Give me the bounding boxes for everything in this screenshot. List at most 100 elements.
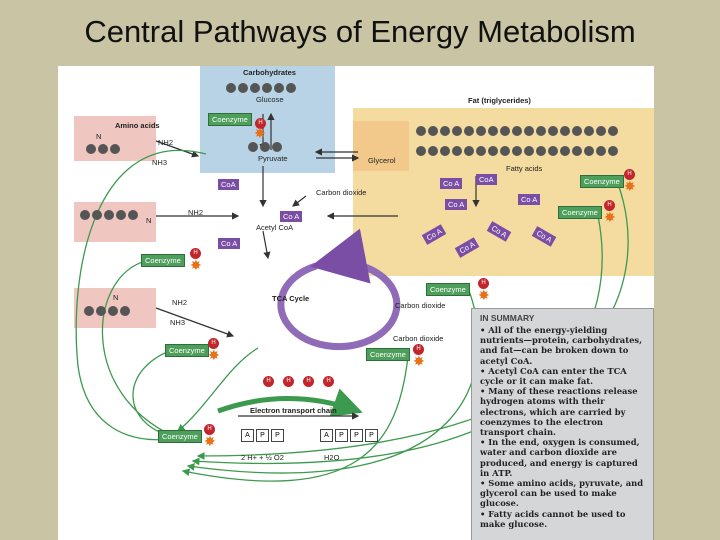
fatty-acid-coa-1: Co A (440, 178, 463, 189)
fatty-acid-coa-4: Co A (518, 194, 541, 205)
fatty-acids-label: Fatty acids (506, 164, 543, 173)
summary-item: • Many of these reactions release hydrog… (480, 386, 638, 438)
coenzyme-box-5: Coenzyme (426, 283, 470, 296)
carbon-atom (452, 126, 462, 136)
carbon-atom (536, 126, 546, 136)
tca-cycle-label: TCA Cycle (272, 294, 310, 303)
atp-adenosine-1: A (241, 429, 254, 442)
nh3-label-1: NH3 (152, 158, 168, 167)
hydrogen-atom: H (263, 376, 274, 387)
energy-star-icon: ✸ (190, 257, 202, 273)
carbon-dioxide-label-2: Carbon dioxide (395, 301, 446, 310)
amino-acid-chain-1 (86, 144, 120, 154)
carbon-atom (428, 126, 438, 136)
amino-acid-region-2 (74, 202, 156, 242)
carbon-atom (274, 83, 284, 93)
energy-star-icon: ✸ (604, 209, 616, 225)
hydrogen-atom: H (478, 278, 489, 289)
nh3-label-3: NH3 (170, 318, 186, 327)
carbon-atom (428, 146, 438, 156)
carbon-atom (84, 306, 94, 316)
carbon-atom (536, 146, 546, 156)
nitrogen-label-2: N (146, 216, 152, 225)
carbon-atom (416, 126, 426, 136)
summary-item: • Acetyl CoA can enter the TCA cycle or … (480, 365, 627, 387)
hydrogen-atom: H (283, 376, 294, 387)
carbon-atom (116, 210, 126, 220)
pyruvate-label: Pyruvate (258, 154, 288, 163)
hydrogen-atom: H (413, 344, 424, 355)
fatty-acid-chain-1 (416, 126, 618, 136)
carbon-atom (572, 146, 582, 156)
carbon-atom (250, 83, 260, 93)
coenzyme-box-4: Coenzyme (366, 348, 410, 361)
metabolism-diagram: Carbohydrates Glucose Pyruvate Fat (trig… (58, 66, 654, 540)
carbon-atom (584, 126, 594, 136)
carbon-atom (120, 306, 130, 316)
fatty-acid-coa-3: Co A (445, 199, 468, 210)
glucose-chain (226, 83, 296, 93)
carbon-atom (524, 126, 534, 136)
carbon-atom (440, 126, 450, 136)
carbon-atom (226, 83, 236, 93)
glycerol-label: Glycerol (368, 156, 396, 165)
atp-phosphate-4: P (350, 429, 363, 442)
carbon-atom (128, 210, 138, 220)
nitrogen-label-1: N (96, 132, 102, 141)
carbon-atom (488, 146, 498, 156)
summary-item: • Some amino acids, pyruvate, and glycer… (480, 478, 644, 509)
carbon-atom (262, 83, 272, 93)
glycerol-region (353, 121, 409, 171)
fatty-acid-chain-2 (416, 146, 618, 156)
carbon-atom (548, 126, 558, 136)
carbon-atom (596, 146, 606, 156)
nh2-label-2: NH2 (188, 208, 204, 217)
hydrogen-atom: H (204, 424, 215, 435)
carbon-atom (512, 126, 522, 136)
carbon-atom (110, 144, 120, 154)
carbon-atom (416, 146, 426, 156)
water-equation-label: 2 H+ + ½ O2 (241, 453, 284, 462)
carbon-atom (608, 126, 618, 136)
carbon-dioxide-label-1: Carbon dioxide (316, 188, 367, 197)
carbohydrates-label: Carbohydrates (243, 68, 296, 77)
fatty-acid-coa-2: CoA (476, 174, 497, 185)
fat-label: Fat (triglycerides) (468, 96, 531, 105)
carbon-atom (464, 146, 474, 156)
nh2-label-3: NH2 (172, 298, 188, 307)
energy-star-icon: ✸ (413, 353, 425, 369)
hydrogen-atom: H (190, 248, 201, 259)
coenzyme-box-6: Coenzyme (580, 175, 624, 188)
carbon-atom (524, 146, 534, 156)
coa-box-2: Co A (218, 238, 241, 249)
energy-star-icon: ✸ (478, 287, 490, 303)
water-product-label: H2O (324, 453, 340, 462)
carbon-atom (108, 306, 118, 316)
carbon-atom (548, 146, 558, 156)
summary-box: IN SUMMARY • All of the energy-yielding … (471, 308, 654, 540)
coa-box-1: CoA (218, 179, 239, 190)
electron-transport-chain-label: Electron transport chain (250, 406, 337, 415)
carbon-atom (80, 210, 90, 220)
tca-cycle-ring (277, 228, 401, 351)
energy-star-icon: ✸ (208, 347, 220, 363)
atp-phosphate-3: P (335, 429, 348, 442)
carbon-atom (476, 146, 486, 156)
carbon-atom (248, 142, 258, 152)
carbon-dioxide-label-3: Carbon dioxide (393, 334, 444, 343)
carbon-atom (98, 144, 108, 154)
coenzyme-box-8: Coenzyme (158, 430, 202, 443)
carbon-atom (452, 146, 462, 156)
hydrogen-atom: H (255, 118, 266, 129)
amino-acid-chain-3 (84, 306, 130, 316)
carbon-atom (260, 142, 270, 152)
carbon-atom (596, 126, 606, 136)
carbon-atom (560, 146, 570, 156)
carbon-atom (608, 146, 618, 156)
summary-item: • In the end, oxygen is consumed, water … (480, 437, 640, 478)
carbon-atom (584, 146, 594, 156)
atp-phosphate-5: P (365, 429, 378, 442)
atp-adenosine-2: A (320, 429, 333, 442)
carbon-atom (238, 83, 248, 93)
coenzyme-box-1: Coenzyme (208, 113, 252, 126)
